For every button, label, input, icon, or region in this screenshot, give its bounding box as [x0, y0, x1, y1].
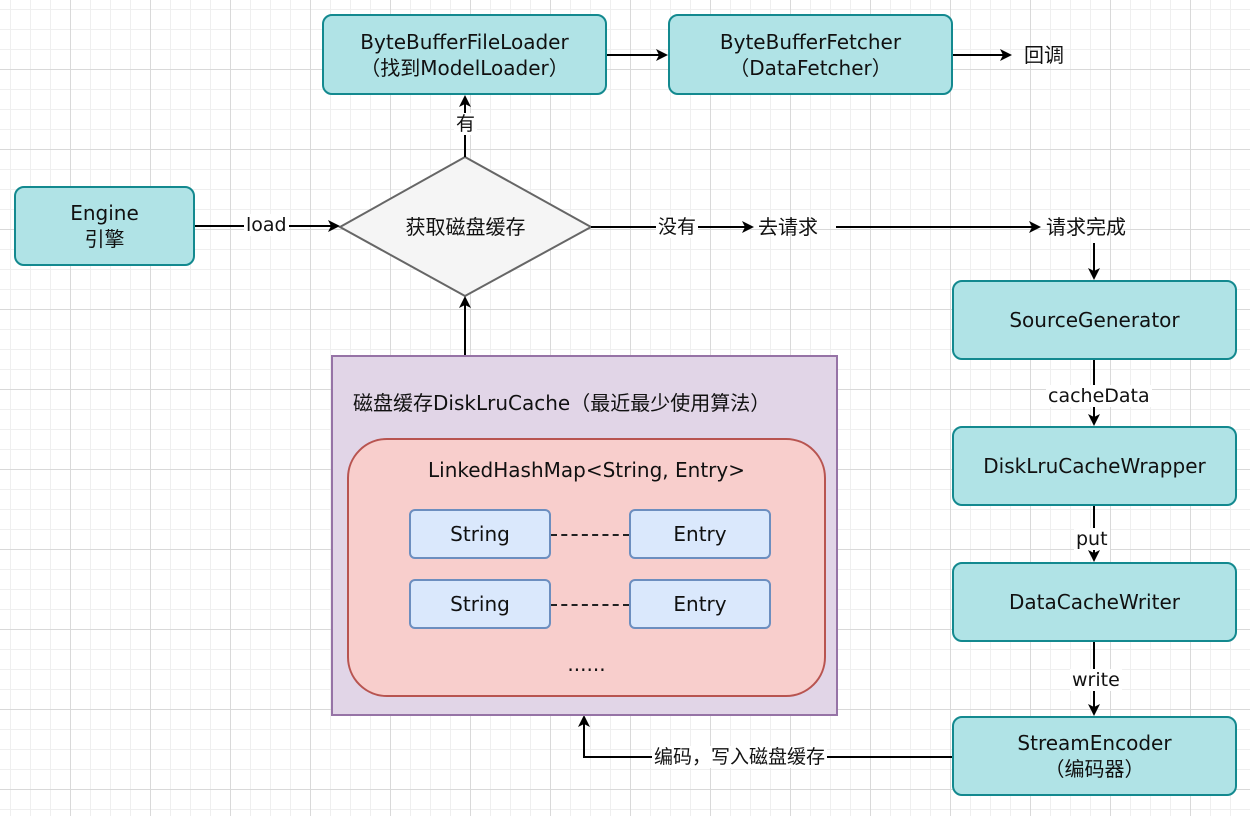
source-generator-label: SourceGenerator: [1009, 308, 1180, 332]
disk-cache-container: 磁盘缓存DiskLruCache（最近最少使用算法） LinkedHashMap…: [331, 355, 838, 716]
map-key[interactable]: String: [409, 579, 551, 629]
linked-hashmap-container: LinkedHashMap<String, Entry> String Entr…: [347, 438, 826, 697]
map-value[interactable]: Entry: [629, 579, 771, 629]
label-put: put: [1074, 528, 1110, 550]
encoder-label: StreamEncoder: [1017, 731, 1172, 755]
engine-sublabel: 引擎: [84, 227, 125, 251]
decision-label: 获取磁盘缓存: [405, 215, 526, 239]
fetcher-label: ByteBufferFetcher: [719, 29, 902, 54]
map-link: [551, 604, 629, 606]
map-link: [551, 534, 629, 536]
source-generator-node[interactable]: SourceGenerator: [952, 280, 1237, 360]
label-no: 没有: [656, 216, 699, 238]
label-load: load: [244, 214, 289, 236]
writer-node[interactable]: DataCacheWriter: [952, 562, 1237, 642]
encoder-node[interactable]: StreamEncoder （编码器）: [952, 716, 1237, 796]
label-yes: 有: [454, 113, 478, 135]
linked-hashmap-title: LinkedHashMap<String, Entry>: [428, 458, 745, 482]
wrapper-label: DiskLruCacheWrapper: [983, 454, 1206, 478]
file-loader-sublabel: （找到ModelLoader）: [360, 55, 569, 80]
fetcher-sublabel: （DataFetcher）: [729, 55, 892, 80]
disk-cache-title: 磁盘缓存DiskLruCache（最近最少使用算法）: [353, 391, 771, 415]
file-loader-node[interactable]: ByteBufferFileLoader （找到ModelLoader）: [322, 14, 607, 95]
label-encode-write: 编码，写入磁盘缓存: [652, 746, 828, 768]
label-cachedata: cacheData: [1046, 385, 1152, 407]
file-loader-label: ByteBufferFileLoader: [360, 29, 569, 54]
encoder-sublabel: （编码器）: [1044, 757, 1145, 781]
map-key[interactable]: String: [409, 509, 551, 559]
map-value[interactable]: Entry: [629, 509, 771, 559]
edge-encode-write: [578, 715, 952, 758]
label-callback: 回调: [1024, 43, 1064, 67]
map-ellipsis: ......: [567, 652, 606, 676]
label-request-done: 请求完成: [1046, 215, 1126, 239]
wrapper-node[interactable]: DiskLruCacheWrapper: [952, 426, 1237, 506]
engine-node[interactable]: Engine 引擎: [14, 186, 195, 266]
engine-label: Engine: [70, 201, 139, 225]
fetcher-node[interactable]: ByteBufferFetcher （DataFetcher）: [668, 14, 953, 95]
writer-label: DataCacheWriter: [1009, 590, 1180, 614]
label-write: write: [1070, 669, 1122, 691]
label-go-request: 去请求: [758, 215, 818, 239]
